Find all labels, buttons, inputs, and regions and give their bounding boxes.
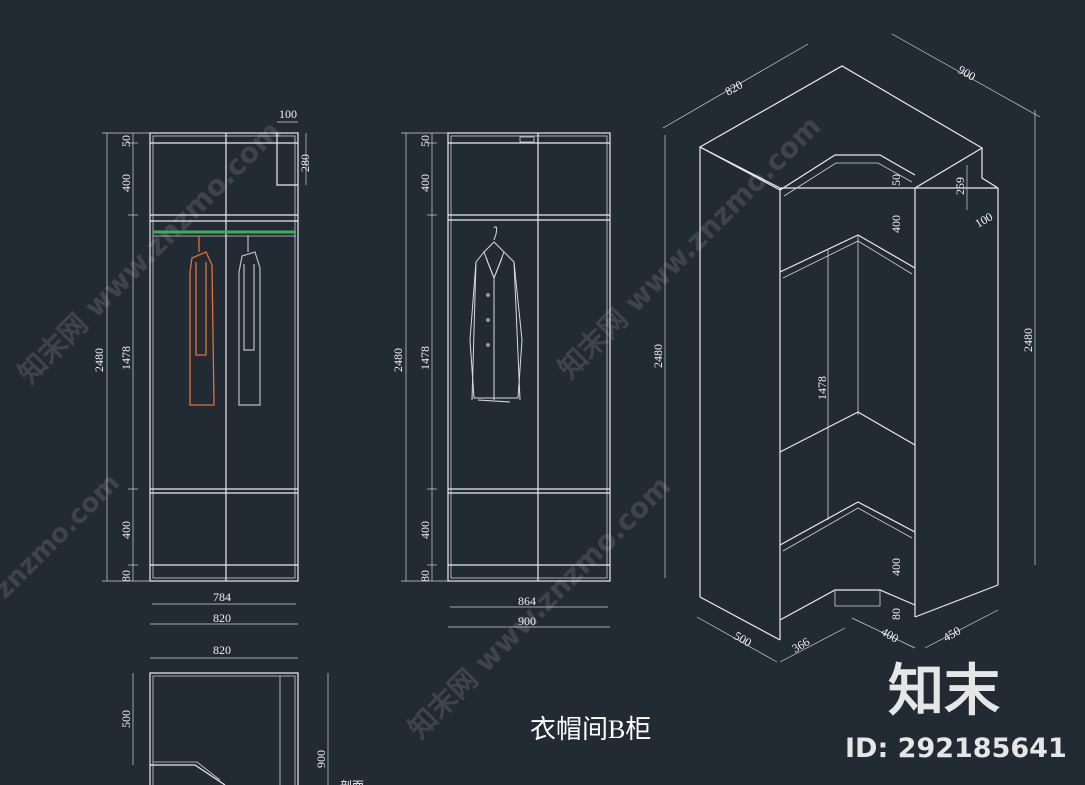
dimension-line [696,616,778,663]
dim-label: 400 [418,174,432,192]
dim-label: 80 [418,570,432,582]
dim-label: 400 [879,624,902,645]
dim-label: 400 [119,174,133,192]
isometric-view: 820 900 2480 2480 259 100 50 400 1478 40… [651,33,1041,663]
dim-label: 900 [518,614,536,628]
dim-label: 1478 [418,346,432,370]
dim-label: 900 [314,750,328,768]
dimension-line [779,627,846,663]
brand-block: 知末 ID: 292185641 [845,659,1067,764]
dim-label: 2480 [1021,328,1035,352]
dim-label: 1478 [119,346,133,370]
brand-logo-text: 知末 [888,659,1000,724]
dim-label: 280 [298,154,312,172]
handle [519,136,535,143]
dim-label: 820 [213,643,231,657]
dim-label: 1478 [815,376,829,400]
watermark-text: 知末网 www.znzmo.com [552,109,828,385]
garment-gray [238,236,261,406]
dim-label: 400 [889,215,903,233]
iso-edge [699,596,781,641]
cabinet-inner-outline [450,135,608,579]
elevation-view-a: 50 400 2480 1478 400 80 100 280 784 820 [92,107,312,625]
iso-shelf-edge [782,507,913,552]
dim-label: 500 [119,710,133,728]
dim-label: 50 [889,174,903,186]
iso-top-notch [981,148,999,189]
dim-label: 50 [119,135,133,147]
dim-label: 864 [518,594,536,608]
plan-corner-cut [150,764,226,785]
plan-view: 820 500 900 剖面 [119,643,364,785]
dim-label: 100 [973,209,996,230]
dim-label: 80 [889,608,903,620]
dim-label: 500 [732,628,755,649]
dimension-line [662,43,809,129]
dim-label: 820 [213,611,231,625]
dim-label: 2480 [391,348,405,372]
iso-edge [699,146,781,191]
plan-cut-label: 剖面 [340,779,364,785]
iso-shelf [779,234,916,273]
elevation-view-b: 50 400 2480 1478 400 80 864 900 [391,132,611,628]
plan-inner-outline [152,675,296,785]
iso-inner-top-2 [783,162,913,197]
brand-id: ID: 292185641 [845,733,1067,764]
dim-label: 820 [723,77,746,98]
dim-label: 450 [941,623,964,644]
drawing-title: 衣帽间B柜 [530,715,651,744]
iso-bottom-kick [834,590,881,607]
iso-bottom [779,589,916,621]
dim-label: 50 [418,135,432,147]
dim-label: 400 [119,521,133,539]
coat-drawing [469,226,523,403]
watermark-layer: 知末网 www.znzmo.com 知末网 www.znzmo.com 知末网 … [0,109,827,745]
dim-label: 80 [119,570,133,582]
dimension-line [851,617,916,649]
dimension-line [891,33,1041,118]
dim-label: 259 [953,177,967,195]
dim-label: 400 [889,558,903,576]
dim-label: 100 [279,107,297,121]
iso-shelf [779,411,916,453]
dim-label: 2480 [92,348,106,372]
plan-corner-cut-inner [153,761,221,781]
iso-top-face [698,65,984,189]
iso-inner-top [779,154,916,191]
iso-edge [914,584,999,618]
dimension-line [924,609,999,649]
garment-orange [189,236,215,406]
top-notch [276,133,298,186]
iso-shelf-edge [782,240,913,279]
iso-shelf [779,501,916,546]
cabinet-outline [149,132,299,582]
dim-label: 784 [213,590,231,604]
cabinet-inner-outline [152,135,296,579]
dim-label: 366 [790,634,813,655]
dim-label: 2480 [651,344,665,368]
cabinet-outline [447,132,611,582]
plan-outline [149,672,299,785]
dim-label: 400 [418,521,432,539]
